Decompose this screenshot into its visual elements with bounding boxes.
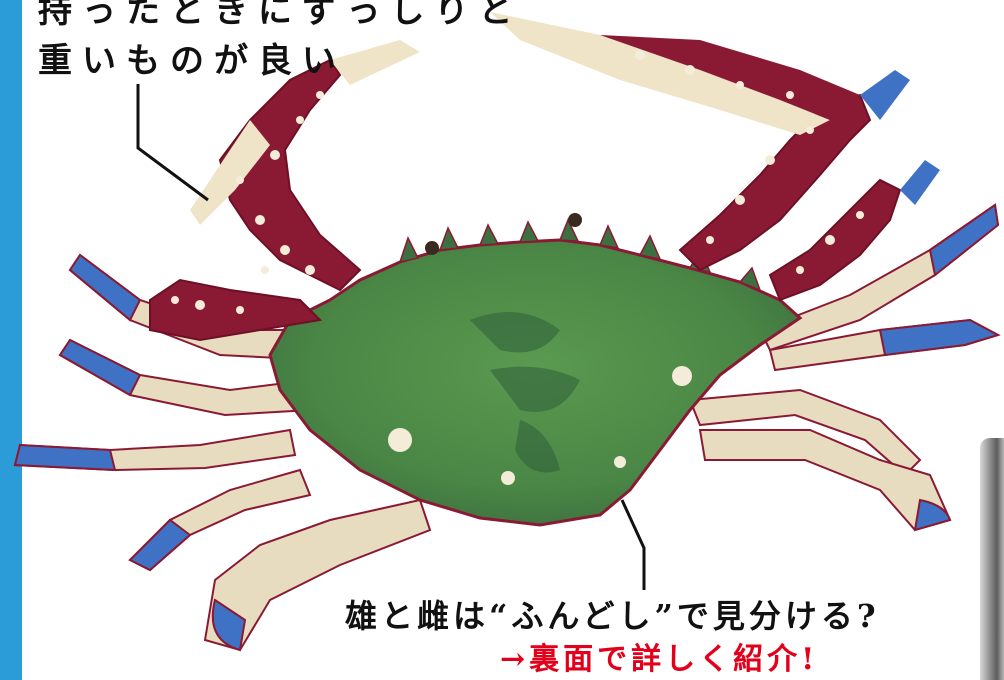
carapace-spots — [388, 366, 692, 485]
left-legs — [13, 253, 432, 652]
carapace-spines — [398, 218, 762, 292]
weight-tip-line2: 重いものが良い — [38, 41, 346, 81]
left-claw — [149, 40, 420, 342]
weight-tip-line1: 持ったときにずっしりと — [38, 0, 523, 31]
photo-edge — [980, 438, 1004, 680]
carapace-markings — [470, 312, 580, 473]
accent-sidebar — [0, 0, 22, 680]
right-claw — [490, 12, 940, 302]
right-legs — [688, 203, 1001, 532]
back-page-reference: →裏面で詳しく紹介! — [500, 642, 819, 677]
sex-tip: 雄と雌は“ふんどし”で見分ける? — [345, 597, 880, 635]
weight-tip: 持ったときにずっしりと 重いものが良い — [38, 0, 522, 86]
